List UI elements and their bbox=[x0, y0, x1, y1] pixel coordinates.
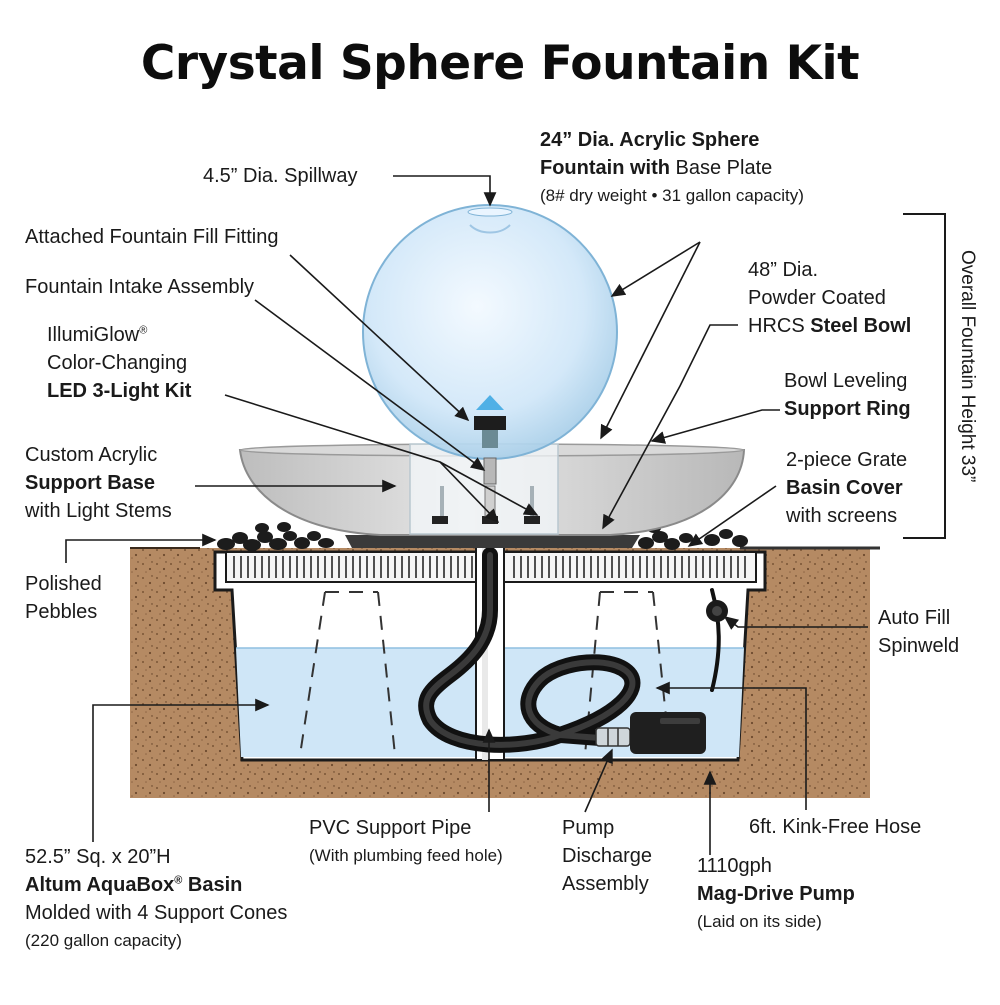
grate-sub: 2-piece Grate bbox=[786, 449, 908, 471]
basin-word: Basin bbox=[182, 874, 243, 896]
sphere-sub-a: Fountain with bbox=[540, 157, 676, 179]
label-pvc-pipe: PVC Support Pipe (With plumbing feed hol… bbox=[309, 814, 503, 870]
basin-reg: ® bbox=[174, 874, 183, 887]
pebble bbox=[719, 529, 733, 539]
ring-name: Support Ring bbox=[784, 398, 911, 420]
pebble bbox=[232, 532, 248, 544]
label-illumiglow: IllumiGlow® Color-Changing LED 3-Light K… bbox=[47, 321, 191, 405]
pebble bbox=[217, 538, 235, 550]
pump-name: Mag-Drive Pump bbox=[697, 883, 855, 905]
bowl-name: Steel Bowl bbox=[810, 315, 912, 337]
support-name: Support Base bbox=[25, 472, 156, 494]
pebble bbox=[679, 533, 693, 543]
pebbles-a: Polished bbox=[25, 573, 102, 595]
pebble bbox=[277, 522, 291, 532]
discharge-c: Assembly bbox=[562, 873, 649, 895]
pebble bbox=[318, 538, 334, 548]
label-grate: 2-piece Grate Basin Cover with screens bbox=[786, 446, 907, 530]
bowl-coat: Powder Coated bbox=[748, 287, 886, 309]
ring-sub: Bowl Leveling bbox=[784, 370, 908, 392]
leader-lines bbox=[65, 175, 868, 855]
label-support-base: Custom Acrylic Support Base with Light S… bbox=[25, 441, 172, 525]
pebbles-b: Pebbles bbox=[25, 601, 98, 623]
pump-note: (Laid on its side) bbox=[697, 912, 822, 931]
label-spillway: 4.5” Dia. Spillway bbox=[203, 165, 358, 187]
pebble bbox=[664, 538, 680, 550]
support-cones bbox=[299, 591, 671, 756]
grate-name: Basin Cover bbox=[786, 477, 903, 499]
mag-drive-pump bbox=[630, 712, 706, 754]
sphere-note: (8# dry weight • 31 gallon capacity) bbox=[540, 186, 804, 205]
pvc-note: (With plumbing feed hole) bbox=[309, 846, 503, 865]
pebble bbox=[652, 531, 668, 543]
height-bracket bbox=[903, 213, 946, 539]
illumi-reg: ® bbox=[139, 324, 148, 337]
label-pebbles: Polished Pebbles bbox=[25, 570, 102, 626]
label-acrylic-sphere: 24” Dia. Acrylic Sphere Fountain with Ba… bbox=[540, 126, 804, 210]
pebble bbox=[283, 531, 297, 541]
autofill-a: Auto Fill bbox=[878, 607, 951, 629]
basin-cones: Molded with 4 Support Cones bbox=[25, 902, 288, 924]
label-overall-height: Overall Fountain Height 33” bbox=[950, 250, 980, 490]
overall-height-text: Overall Fountain Height 33” bbox=[957, 250, 978, 483]
discharge-a: Pump bbox=[562, 817, 615, 839]
illumi-sub: Color-Changing bbox=[47, 352, 188, 374]
basin-brand: Altum AquaBox bbox=[25, 874, 175, 896]
discharge-b: Discharge bbox=[562, 845, 653, 867]
label-support-ring: Bowl Leveling Support Ring bbox=[784, 367, 911, 423]
pump-flow: 1110gph bbox=[697, 855, 772, 877]
label-auto-fill: Auto Fill Spinweld bbox=[878, 604, 959, 660]
label-fill-fitting: Attached Fountain Fill Fitting bbox=[25, 226, 279, 248]
basin-capacity: (220 gallon capacity) bbox=[25, 931, 182, 950]
sphere-title: 24” Dia. Acrylic Sphere bbox=[540, 129, 760, 151]
bowl-hrcs: HRCS bbox=[748, 315, 811, 337]
pebble bbox=[638, 537, 654, 549]
support-stems: with Light Stems bbox=[25, 500, 172, 522]
pebble bbox=[732, 535, 748, 547]
kink-free-hose bbox=[418, 547, 721, 753]
pebble bbox=[255, 523, 269, 533]
pebble bbox=[294, 537, 310, 549]
sphere-sub-b: Base Plate bbox=[675, 157, 773, 179]
illumi-kit: LED 3-Light Kit bbox=[47, 380, 192, 402]
pebble bbox=[269, 538, 287, 550]
illumi-name: IllumiGlow bbox=[47, 324, 140, 346]
pump-discharge-assembly bbox=[595, 727, 631, 747]
autofill-b: Spinweld bbox=[878, 635, 960, 657]
label-steel-bowl: 48” Dia. Powder Coated HRCS Steel Bowl bbox=[748, 256, 911, 340]
basin-size: 52.5” Sq. x 20”H bbox=[25, 846, 171, 868]
page-title: Crystal Sphere Fountain Kit bbox=[140, 36, 860, 91]
label-pump-discharge: Pump Discharge Assembly bbox=[562, 814, 652, 898]
pebble bbox=[243, 539, 261, 551]
label-hose: 6ft. Kink-Free Hose bbox=[749, 816, 922, 838]
pebble bbox=[704, 534, 720, 546]
pebble bbox=[307, 531, 321, 541]
grate-screens: with screens bbox=[786, 505, 898, 527]
pvc-name: PVC Support Pipe bbox=[309, 817, 472, 839]
bowl-dia: 48” Dia. bbox=[748, 259, 819, 281]
label-pump: 1110gph Mag-Drive Pump (Laid on its side… bbox=[697, 852, 855, 936]
pebble bbox=[257, 531, 273, 543]
label-intake: Fountain Intake Assembly bbox=[25, 276, 255, 298]
auto-fill-spinweld bbox=[706, 600, 728, 622]
bowl-leveling-ring bbox=[345, 535, 640, 548]
fountain-intake-assembly bbox=[474, 395, 506, 517]
label-basin: 52.5” Sq. x 20”H Altum AquaBox® Basin Mo… bbox=[25, 843, 287, 955]
support-sub: Custom Acrylic bbox=[25, 444, 158, 466]
